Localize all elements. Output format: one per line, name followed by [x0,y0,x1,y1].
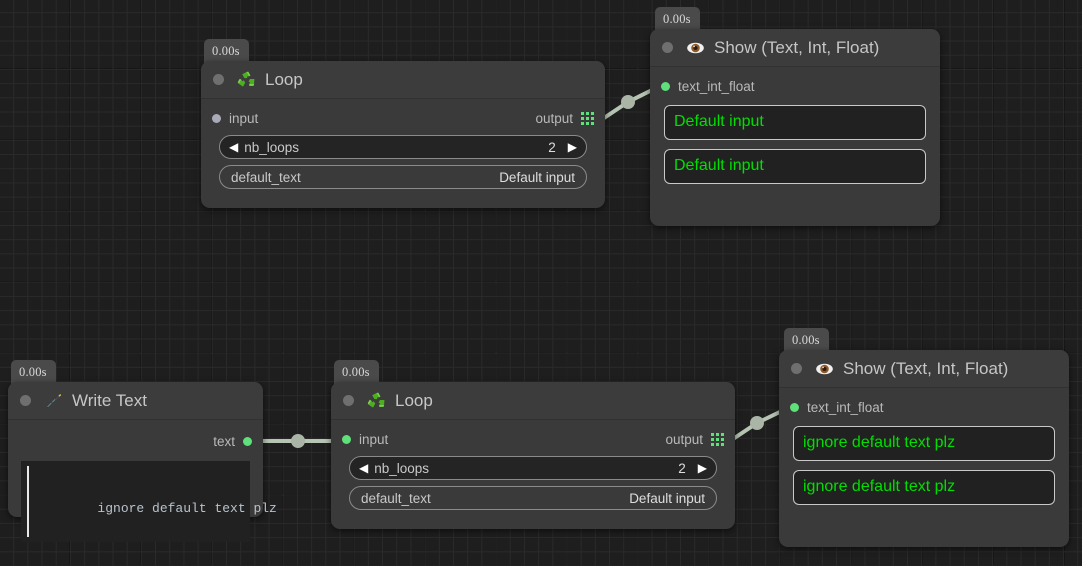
grid-dots-icon[interactable] [581,111,594,125]
node-body: text ignore default text plz [8,420,277,555]
node-title: Loop [265,69,303,89]
text-editor-value: ignore default text plz [97,500,277,516]
node-header[interactable]: Write Text [8,382,263,420]
node-port-row: text_int_float [661,76,929,96]
stepper-decrement-icon[interactable]: ◀ [359,461,369,475]
param-row-nb-loops[interactable]: ◀ nb_loops 2 ▶ [219,135,587,159]
output-port-label: output [535,110,573,126]
node-time-badge-show2: 0.00s [784,328,829,353]
value-display-box[interactable]: Default input [664,105,926,140]
node-header[interactable]: Show (Text, Int, Float) [779,350,1069,388]
node-header[interactable]: Loop [201,61,605,99]
input-port-dot[interactable] [342,434,351,444]
recycle-icon [237,70,256,89]
param-value[interactable]: 2 [548,139,556,155]
stepper-increment-icon[interactable]: ▶ [567,140,577,154]
param-label: nb_loops [374,460,430,476]
node-status-dot[interactable] [343,395,354,406]
param-row-default-text[interactable]: default_text Default input [349,486,717,510]
grid-dots-icon[interactable] [711,432,724,446]
node-status-dot[interactable] [20,395,31,406]
param-row-default-text[interactable]: default_text Default input [219,165,587,189]
text-editor-field[interactable]: ignore default text plz [21,461,277,542]
param-value[interactable]: Default input [629,490,705,506]
input-port-dot[interactable] [661,81,670,91]
param-value[interactable]: Default input [499,169,575,185]
node-status-dot[interactable] [791,363,802,374]
node-body: text_int_float ignore default text plz i… [779,388,1069,518]
stepper-increment-icon[interactable]: ▶ [697,461,707,475]
output-port-label: output [665,431,703,447]
param-row-nb-loops[interactable]: ◀ nb_loops 2 ▶ [349,456,717,480]
eye-icon [686,38,705,57]
node-body: text_int_float Default input Default inp… [650,67,940,197]
node-time-badge-show1: 0.00s [655,7,700,32]
node-port-row: input output [342,429,724,449]
node-port-row: text_int_float [790,397,1058,417]
node-port-row: text [19,431,252,451]
wire-midpoint-dot[interactable] [291,434,305,448]
eye-icon [815,359,834,378]
wire-loop2-to-show2[interactable] [728,407,788,443]
param-value[interactable]: 2 [678,460,686,476]
input-port-dot[interactable] [212,113,221,123]
wire-midpoint-dot[interactable] [621,95,635,109]
node-write-text-1[interactable]: Write Text text ignore default text plz [8,382,277,542]
node-status-dot[interactable] [662,42,673,53]
value-display-box[interactable]: Default input [664,149,926,184]
node-title: Write Text [72,390,147,410]
input-port-dot[interactable] [790,402,799,412]
node-header[interactable]: Loop [331,382,735,420]
node-header[interactable]: Show (Text, Int, Float) [650,29,940,67]
node-loop-1[interactable]: Loop input output ◀ nb_loops 2 ▶ default… [201,61,605,208]
param-label: default_text [361,490,431,506]
output-port-dot[interactable] [243,436,252,446]
value-display-box[interactable]: ignore default text plz [793,426,1055,461]
node-port-row: input output [212,108,594,128]
param-label: nb_loops [244,139,300,155]
node-title: Show (Text, Int, Float) [843,358,1009,378]
node-time-badge-loop2: 0.00s [334,360,379,385]
node-time-badge-writetext: 0.00s [11,360,56,385]
value-display-box[interactable]: ignore default text plz [793,470,1055,505]
node-body: input output ◀ nb_loops 2 ▶ default_text… [331,420,735,529]
input-port-label: text_int_float [807,399,884,415]
param-label: default_text [231,169,301,185]
node-loop-2[interactable]: Loop input output ◀ nb_loops 2 ▶ default… [331,382,735,529]
node-time-badge-loop1: 0.00s [204,39,249,64]
pen-nib-icon [44,391,63,410]
recycle-icon [367,391,386,410]
output-port-label: text [213,433,235,449]
node-show-2[interactable]: Show (Text, Int, Float) text_int_float i… [779,350,1069,547]
node-title: Show (Text, Int, Float) [714,37,880,57]
wire-midpoint-dot[interactable] [750,416,764,430]
node-title: Loop [395,390,433,410]
input-port-label: input [359,431,389,447]
node-show-1[interactable]: Show (Text, Int, Float) text_int_float D… [650,29,940,226]
input-port-label: input [229,110,259,126]
wire-loop1-to-show1[interactable] [599,86,658,122]
text-caret [27,466,29,537]
input-port-label: text_int_float [678,78,755,94]
node-status-dot[interactable] [213,74,224,85]
stepper-decrement-icon[interactable]: ◀ [229,140,239,154]
node-body: input output ◀ nb_loops 2 ▶ default_text… [201,99,605,208]
